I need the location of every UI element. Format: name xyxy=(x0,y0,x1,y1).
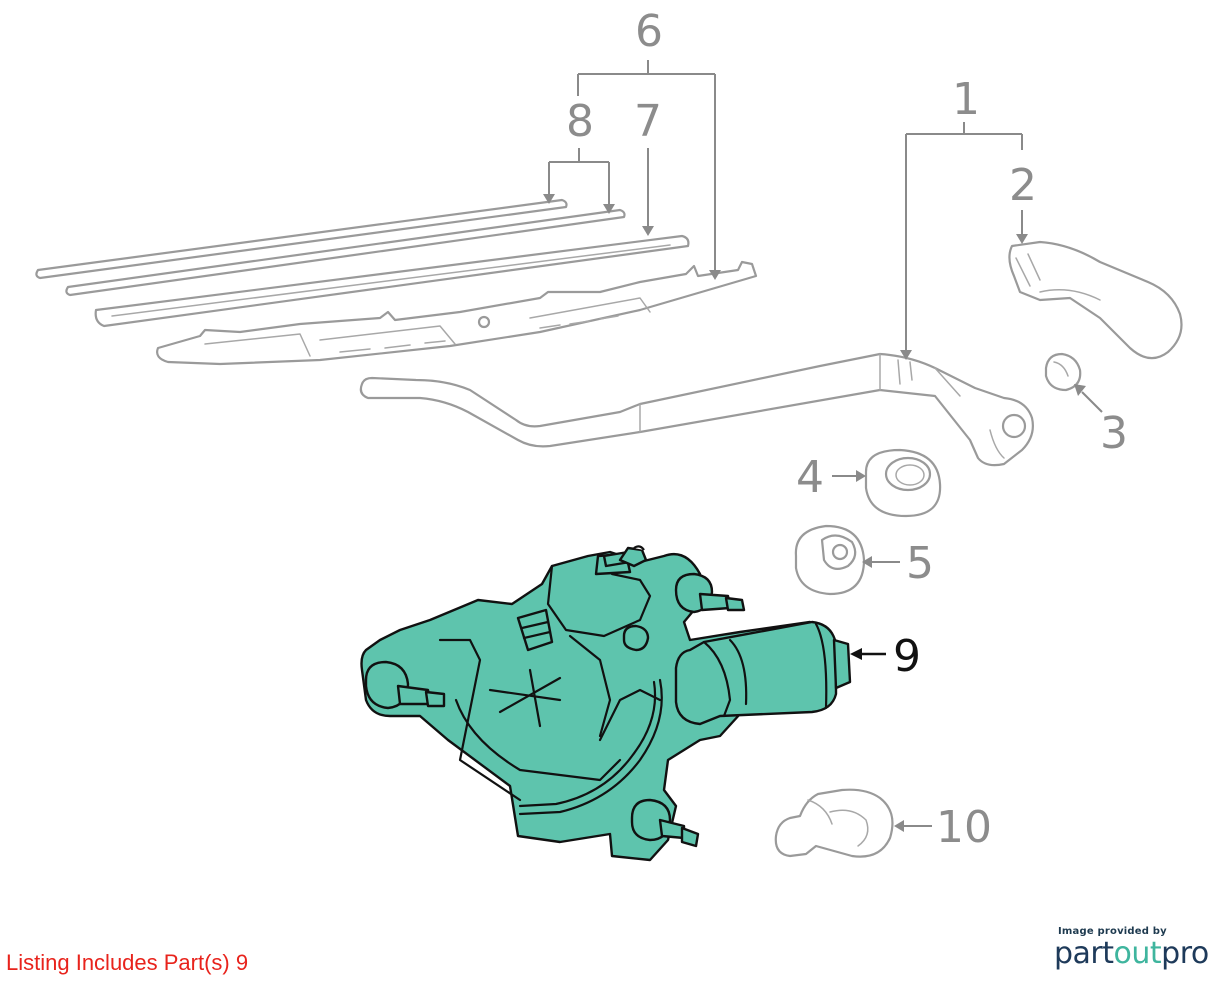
callout-lines xyxy=(548,60,1103,827)
callout-8: 8 xyxy=(566,96,594,147)
logo-text-part: part xyxy=(1054,936,1114,971)
callout-6: 6 xyxy=(635,6,663,57)
callout-3: 3 xyxy=(1100,408,1128,459)
logo-text-pro: pro xyxy=(1161,936,1209,971)
blade-insert xyxy=(94,234,690,328)
wiper-motor xyxy=(360,545,852,862)
credit-caption: Image provided by xyxy=(1058,926,1167,937)
logo-text-out: out xyxy=(1113,936,1162,971)
image-credit: Image provided by partoutpro xyxy=(1054,926,1209,971)
callout-1: 1 xyxy=(952,74,980,125)
wiper-cap xyxy=(774,788,894,858)
bushing xyxy=(864,448,942,518)
callout-arrowheads xyxy=(543,194,1086,832)
callout-10: 10 xyxy=(936,802,992,853)
listing-note: Listing Includes Part(s) 9 xyxy=(6,950,249,975)
callout-arrow-9 xyxy=(850,648,886,660)
callout-7: 7 xyxy=(634,96,662,147)
callout-2: 2 xyxy=(1009,160,1037,211)
blade-refill-strips xyxy=(35,198,626,297)
wiper-blade-frame xyxy=(156,260,758,366)
seal-cap xyxy=(794,524,866,596)
callout-9: 9 xyxy=(893,631,921,682)
arm-cover xyxy=(1008,240,1183,360)
nut xyxy=(1044,352,1082,392)
callout-5: 5 xyxy=(906,538,934,589)
partoutpro-logo: partoutpro xyxy=(1054,936,1209,971)
wiper-arm xyxy=(359,352,1034,467)
callout-4: 4 xyxy=(796,452,824,503)
